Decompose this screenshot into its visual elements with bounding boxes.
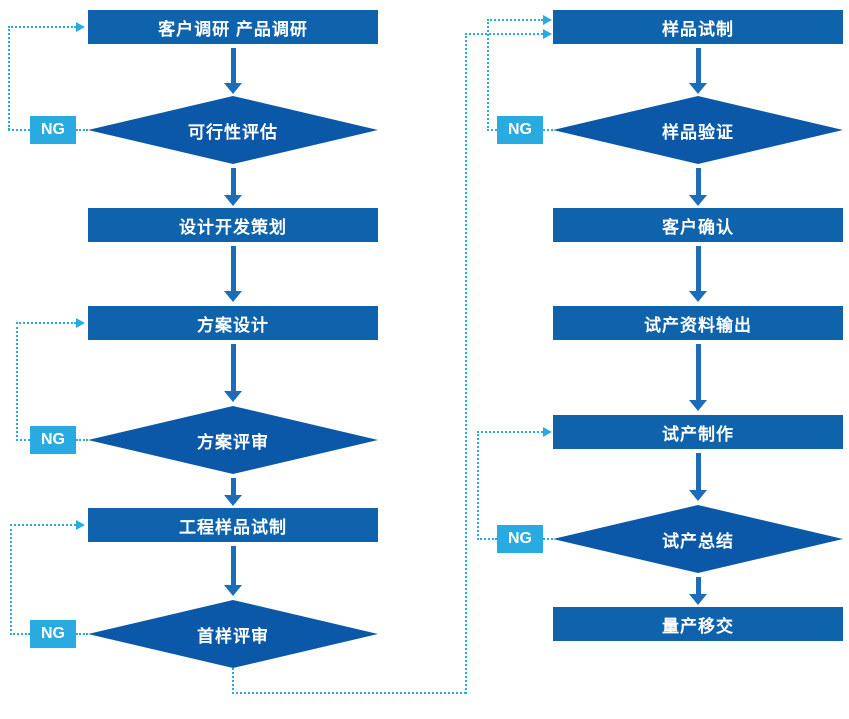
node-label: 试产资料输出 — [644, 315, 752, 335]
node-label: 可行性评估 — [188, 122, 278, 142]
ng-loop-first-sample-v — [10, 524, 12, 635]
node-label: 试产总结 — [662, 531, 734, 551]
ng-tip-connector-trial-summary — [543, 538, 553, 540]
ng-loop-feasibility-h2 — [8, 26, 76, 28]
ng-tip-connector-scheme-review — [76, 439, 88, 441]
ng-loop-scheme-v — [16, 322, 18, 441]
node-customer-research: 客户调研 产品调研 — [88, 10, 378, 44]
node-scheme-design: 方案设计 — [88, 306, 378, 340]
cross-connector-v1 — [232, 668, 234, 694]
node-label: 试产制作 — [662, 424, 734, 444]
down-arrow — [224, 48, 242, 94]
node-first-sample-review: 首样评审 — [88, 600, 378, 668]
down-arrow — [224, 246, 242, 302]
node-trial-data-output: 试产资料输出 — [553, 306, 843, 340]
cross-connector-h1 — [232, 692, 466, 694]
ng-loop-first-sample-h1 — [10, 633, 30, 635]
dotted-arrowhead-icon — [543, 15, 552, 25]
node-customer-confirmation: 客户确认 — [553, 208, 843, 242]
down-arrow — [689, 453, 707, 501]
down-arrow — [689, 48, 707, 94]
ng-loop-scheme-h2 — [16, 322, 76, 324]
node-label: 设计开发策划 — [179, 217, 287, 237]
node-label: 量产移交 — [662, 616, 734, 636]
node-sample-trial: 样品试制 — [553, 10, 843, 44]
ng-loop-first-sample-h2 — [10, 524, 76, 526]
down-arrow — [224, 478, 242, 506]
ng-loop-verification-h2 — [487, 19, 543, 21]
ng-badge-feasibility: NG — [30, 116, 76, 144]
node-label: 工程样品试制 — [179, 517, 287, 537]
ng-badge-trial-summary: NG — [497, 525, 543, 553]
ng-badge-first-sample: NG — [30, 620, 76, 648]
node-label: 客户确认 — [662, 217, 734, 237]
ng-tip-connector-first-sample — [76, 633, 88, 635]
node-label: 首样评审 — [197, 626, 269, 646]
node-label: 样品验证 — [662, 122, 734, 142]
down-arrow — [224, 344, 242, 402]
node-mass-production-handover: 量产移交 — [553, 607, 843, 641]
node-label: 客户调研 产品调研 — [158, 19, 308, 39]
ng-loop-feasibility-v — [8, 26, 10, 130]
node-label: 样品试制 — [662, 19, 734, 39]
node-scheme-review: 方案评审 — [88, 406, 378, 474]
dotted-arrowhead-icon — [76, 520, 85, 530]
ng-tip-connector-feasibility — [76, 129, 88, 131]
ng-loop-scheme-h1 — [16, 439, 30, 441]
down-arrow — [689, 168, 707, 206]
ng-loop-feasibility-h1 — [8, 129, 30, 131]
node-design-dev-planning: 设计开发策划 — [88, 208, 378, 242]
ng-badge-sample-verification: NG — [497, 116, 543, 144]
dotted-arrowhead-icon — [543, 427, 552, 437]
node-trial-summary: 试产总结 — [553, 505, 843, 573]
ng-badge-scheme-review: NG — [30, 426, 76, 454]
node-feasibility-review: 可行性评估 — [88, 96, 378, 164]
down-arrow — [224, 168, 242, 206]
cross-connector-h2 — [465, 33, 543, 35]
cross-connector-v2 — [465, 33, 467, 694]
node-label: 方案评审 — [197, 432, 269, 452]
dotted-arrowhead-icon — [76, 318, 85, 328]
dotted-arrowhead-icon — [543, 29, 552, 39]
down-arrow — [689, 246, 707, 302]
node-sample-verification: 样品验证 — [553, 96, 843, 164]
dotted-arrowhead-icon — [76, 22, 85, 32]
node-engineering-sample: 工程样品试制 — [88, 508, 378, 542]
ng-loop-trial-summary-h2 — [477, 431, 543, 433]
ng-tip-connector-sample-verification — [543, 129, 553, 131]
node-label: 方案设计 — [197, 315, 269, 335]
node-trial-production: 试产制作 — [553, 415, 843, 449]
down-arrow — [689, 344, 707, 411]
ng-loop-verification-v — [487, 19, 489, 131]
down-arrow — [224, 546, 242, 596]
down-arrow — [689, 577, 707, 605]
ng-loop-trial-summary-h1 — [477, 538, 497, 540]
ng-loop-trial-summary-v — [477, 431, 479, 540]
ng-loop-verification-h1 — [487, 129, 497, 131]
